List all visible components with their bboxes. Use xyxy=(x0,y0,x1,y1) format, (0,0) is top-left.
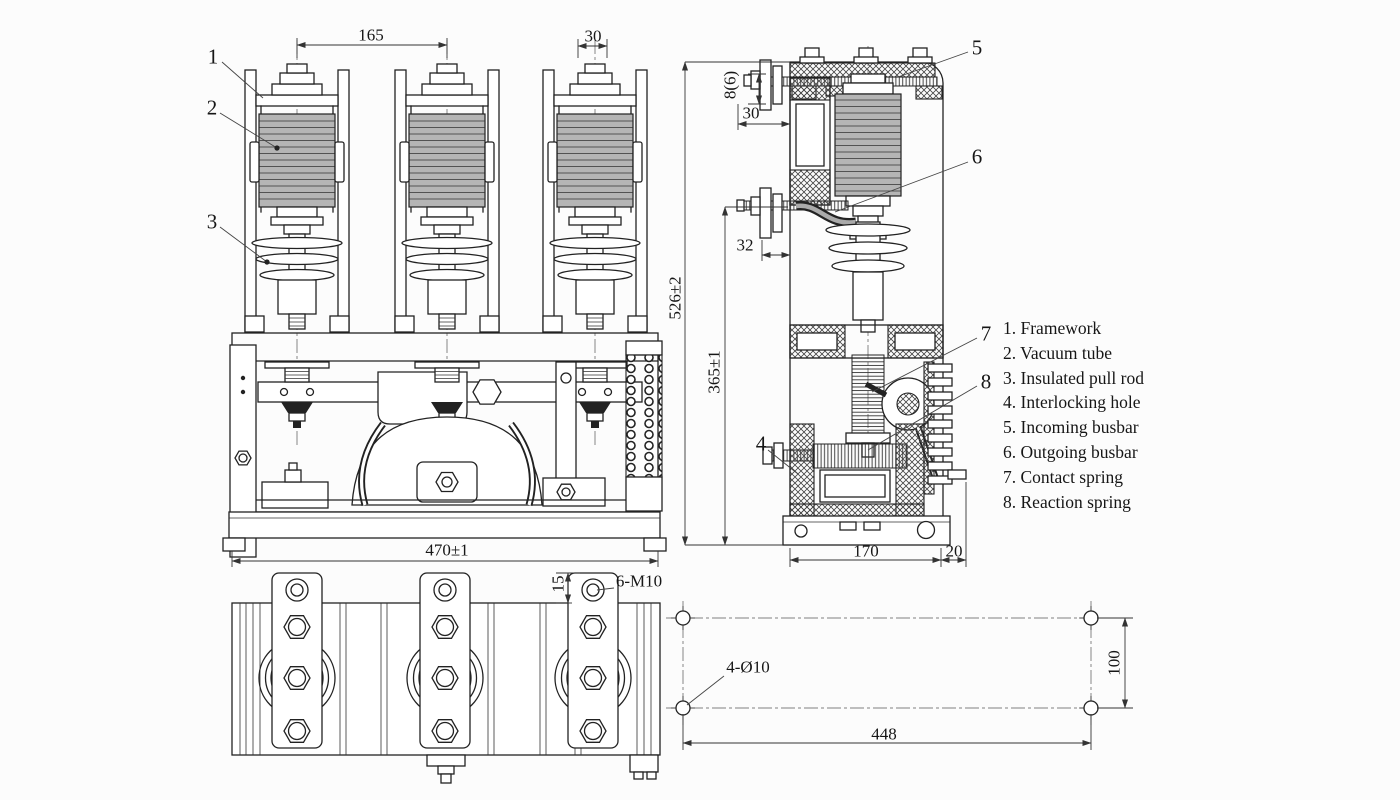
bottom-view xyxy=(231,572,661,784)
dim-overall-height: 526±2 xyxy=(665,276,685,320)
dim-overall-width: 470±1 xyxy=(425,540,469,560)
legend-item-reaction-spring: 8. Reaction spring xyxy=(1003,491,1131,512)
legend-item-framework: 1. Framework xyxy=(1003,318,1102,338)
contact-finger-stack xyxy=(625,340,663,512)
mounting-dimensions xyxy=(682,617,1133,750)
dim-pole-pitch: 165 xyxy=(358,25,384,45)
dim-busbar-thickness: 8(6) xyxy=(720,70,740,100)
vacuum-tube-side xyxy=(834,73,902,230)
callout-4-interlocking-hole: 4 xyxy=(755,431,767,456)
dim-busbar-height: 365±1 xyxy=(704,350,724,394)
dim-outgoing-offset: 32 xyxy=(736,235,754,255)
insulator-side xyxy=(825,221,911,333)
mounting-hole-view xyxy=(666,601,1133,750)
dim-incoming-offset: 30 xyxy=(742,103,760,123)
dim-depth: 170 xyxy=(853,541,879,561)
callout-7-contact-spring: 7 xyxy=(980,321,992,346)
busbar-straps xyxy=(271,572,619,749)
dim-hole-pitch: 100 xyxy=(1104,650,1124,676)
callout-6-outgoing-busbar: 6 xyxy=(971,144,983,169)
contact-spring xyxy=(845,354,891,458)
dim-hole-spec: 4-Ø10 xyxy=(726,657,770,677)
side-view xyxy=(681,46,978,567)
legend-item-incoming-busbar: 5. Incoming busbar xyxy=(1003,417,1139,438)
parts-legend: 1. Framework 2. Vacuum tube 3. Insulated… xyxy=(1003,316,1144,514)
incoming-clamp xyxy=(743,59,783,111)
bottom-dimensions xyxy=(556,572,615,604)
top-bolts xyxy=(799,47,933,64)
front-base xyxy=(222,511,667,552)
dim-rear-extension: 20 xyxy=(945,541,963,561)
legend-item-outgoing-busbar: 6. Outgoing busbar xyxy=(1003,441,1138,462)
side-base xyxy=(782,515,951,546)
callout-3-pull-rod: 3 xyxy=(206,209,218,234)
legend-item-interlocking-hole: 4. Interlocking hole xyxy=(1003,392,1141,413)
side-dimensions xyxy=(681,51,978,567)
callout-5-incoming-busbar: 5 xyxy=(971,35,983,60)
contact-fingers-side xyxy=(923,361,967,495)
callout-1-framework: 1 xyxy=(207,44,219,69)
dim-terminal-bolts: 6-M10 xyxy=(615,571,663,591)
outgoing-busbar xyxy=(736,187,857,239)
dim-hole-span: 448 xyxy=(871,724,897,744)
callout-8-reaction-spring: 8 xyxy=(980,369,992,394)
front-dimensions xyxy=(219,38,659,567)
dim-terminal-width: 30 xyxy=(584,26,602,46)
reaction-spring xyxy=(762,442,908,469)
dim-strap-offset: 15 xyxy=(548,575,568,593)
legend-item-vacuum-tube: 2. Vacuum tube xyxy=(1003,342,1113,363)
front-view xyxy=(219,38,667,567)
callout-2-vacuum-tube: 2 xyxy=(206,95,218,120)
legend-item-insulated-pull-rod: 3. Insulated pull rod xyxy=(1003,367,1144,388)
legend-item-contact-spring: 7. Contact spring xyxy=(1003,466,1124,487)
